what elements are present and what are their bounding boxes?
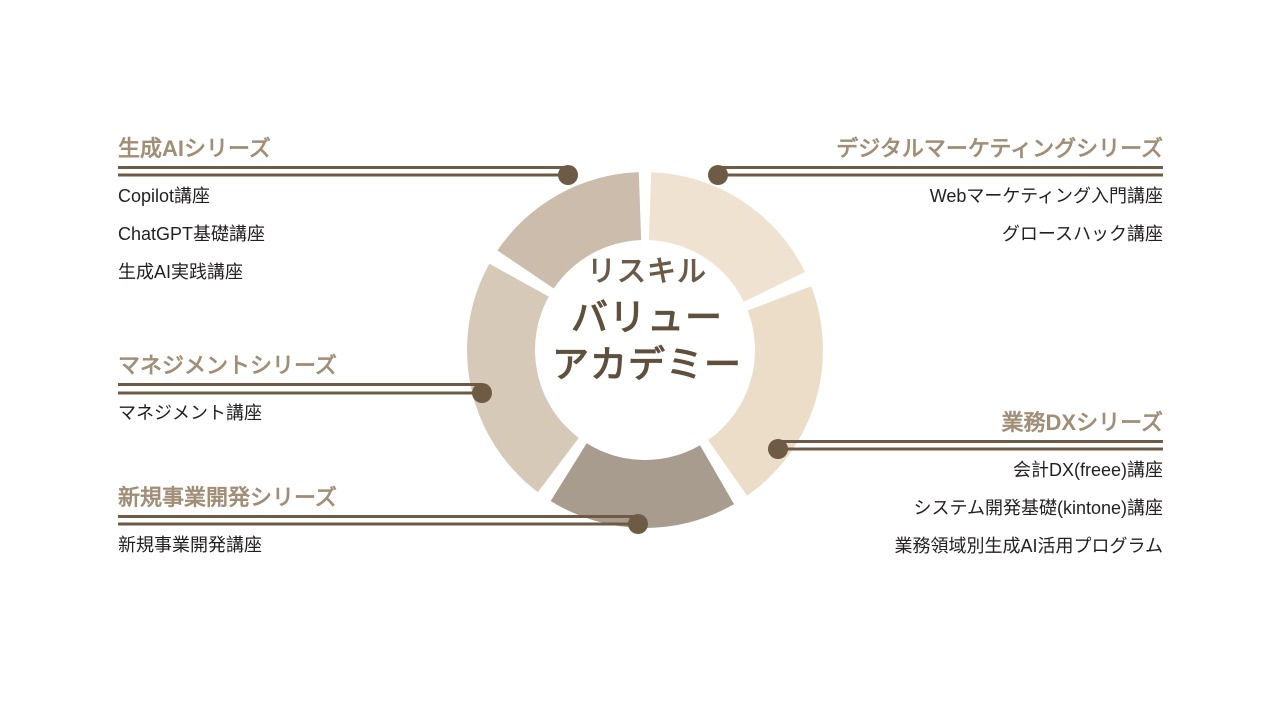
callout-item-digital-marketing-1: グロースハック講座 — [1001, 224, 1163, 245]
center-label-line1: リスキル — [586, 256, 707, 288]
callout-item-dx-1: システム開発基礎(kintone)講座 — [913, 498, 1164, 519]
callout-item-dx-0: 会計DX(freee)講座 — [1012, 460, 1163, 481]
center-label-line3: アカデミー — [552, 344, 742, 385]
callout-group-management: マネジメントシリーズ マネジメント講座 — [118, 353, 482, 424]
callout-group-gen-ai: 生成AIシリーズ Copilot講座 ChatGPT基礎講座 生成AI実践講座 — [118, 136, 568, 282]
center-label: リスキル バリュー アカデミー — [507, 258, 787, 393]
callout-title-new-business: 新規事業開発シリーズ — [118, 485, 337, 510]
callout-item-gen-ai-0: Copilot講座 — [118, 186, 211, 207]
callout-title-dx: 業務DXシリーズ — [1001, 410, 1163, 435]
callout-item-gen-ai-2: 生成AI実践講座 — [118, 261, 244, 282]
center-label-line2: バリュー — [571, 297, 723, 338]
callout-item-digital-marketing-0: Webマーケティング入門講座 — [929, 186, 1163, 207]
callout-rule-gen-ai — [118, 166, 568, 170]
callout-rule-digital-marketing — [718, 166, 1163, 170]
callout-group-digital-marketing: デジタルマーケティングシリーズ Webマーケティング入門講座 グロースハック講座 — [718, 136, 1163, 245]
connector-dot-gen-ai — [558, 165, 578, 185]
connector-dot-dx — [768, 439, 788, 459]
segment-new-business[interactable] — [550, 443, 734, 528]
callout-rule-management — [118, 383, 482, 387]
callout-item-management-0: マネジメント講座 — [118, 403, 262, 424]
callout-item-new-business-0: 新規事業開発講座 — [118, 535, 262, 556]
connector-dot-digital-marketing — [708, 165, 728, 185]
segment-management[interactable] — [466, 263, 579, 493]
callout-rule-dx — [778, 440, 1163, 444]
callout-item-gen-ai-1: ChatGPT基礎講座 — [118, 224, 266, 245]
callout-group-new-business: 新規事業開発シリーズ 新規事業開発講座 — [118, 485, 638, 556]
segment-gen-ai[interactable] — [497, 172, 642, 289]
connector-dot-management — [472, 383, 492, 403]
callout-rule-new-business — [118, 515, 638, 519]
callout-title-digital-marketing: デジタルマーケティングシリーズ — [836, 136, 1163, 161]
callout-connectors — [118, 165, 1163, 534]
connector-dot-new-business — [628, 514, 648, 534]
donut-segments — [466, 172, 824, 528]
callout-title-gen-ai: 生成AIシリーズ — [118, 136, 271, 161]
callout-title-management: マネジメントシリーズ — [118, 353, 337, 378]
segment-dx[interactable] — [708, 286, 824, 496]
callout-item-dx-2: 業務領域別生成AI活用プログラム — [894, 535, 1163, 556]
segment-digital-marketing[interactable] — [648, 172, 805, 302]
callout-group-dx: 業務DXシリーズ 会計DX(freee)講座 システム開発基礎(kintone)… — [778, 410, 1163, 556]
